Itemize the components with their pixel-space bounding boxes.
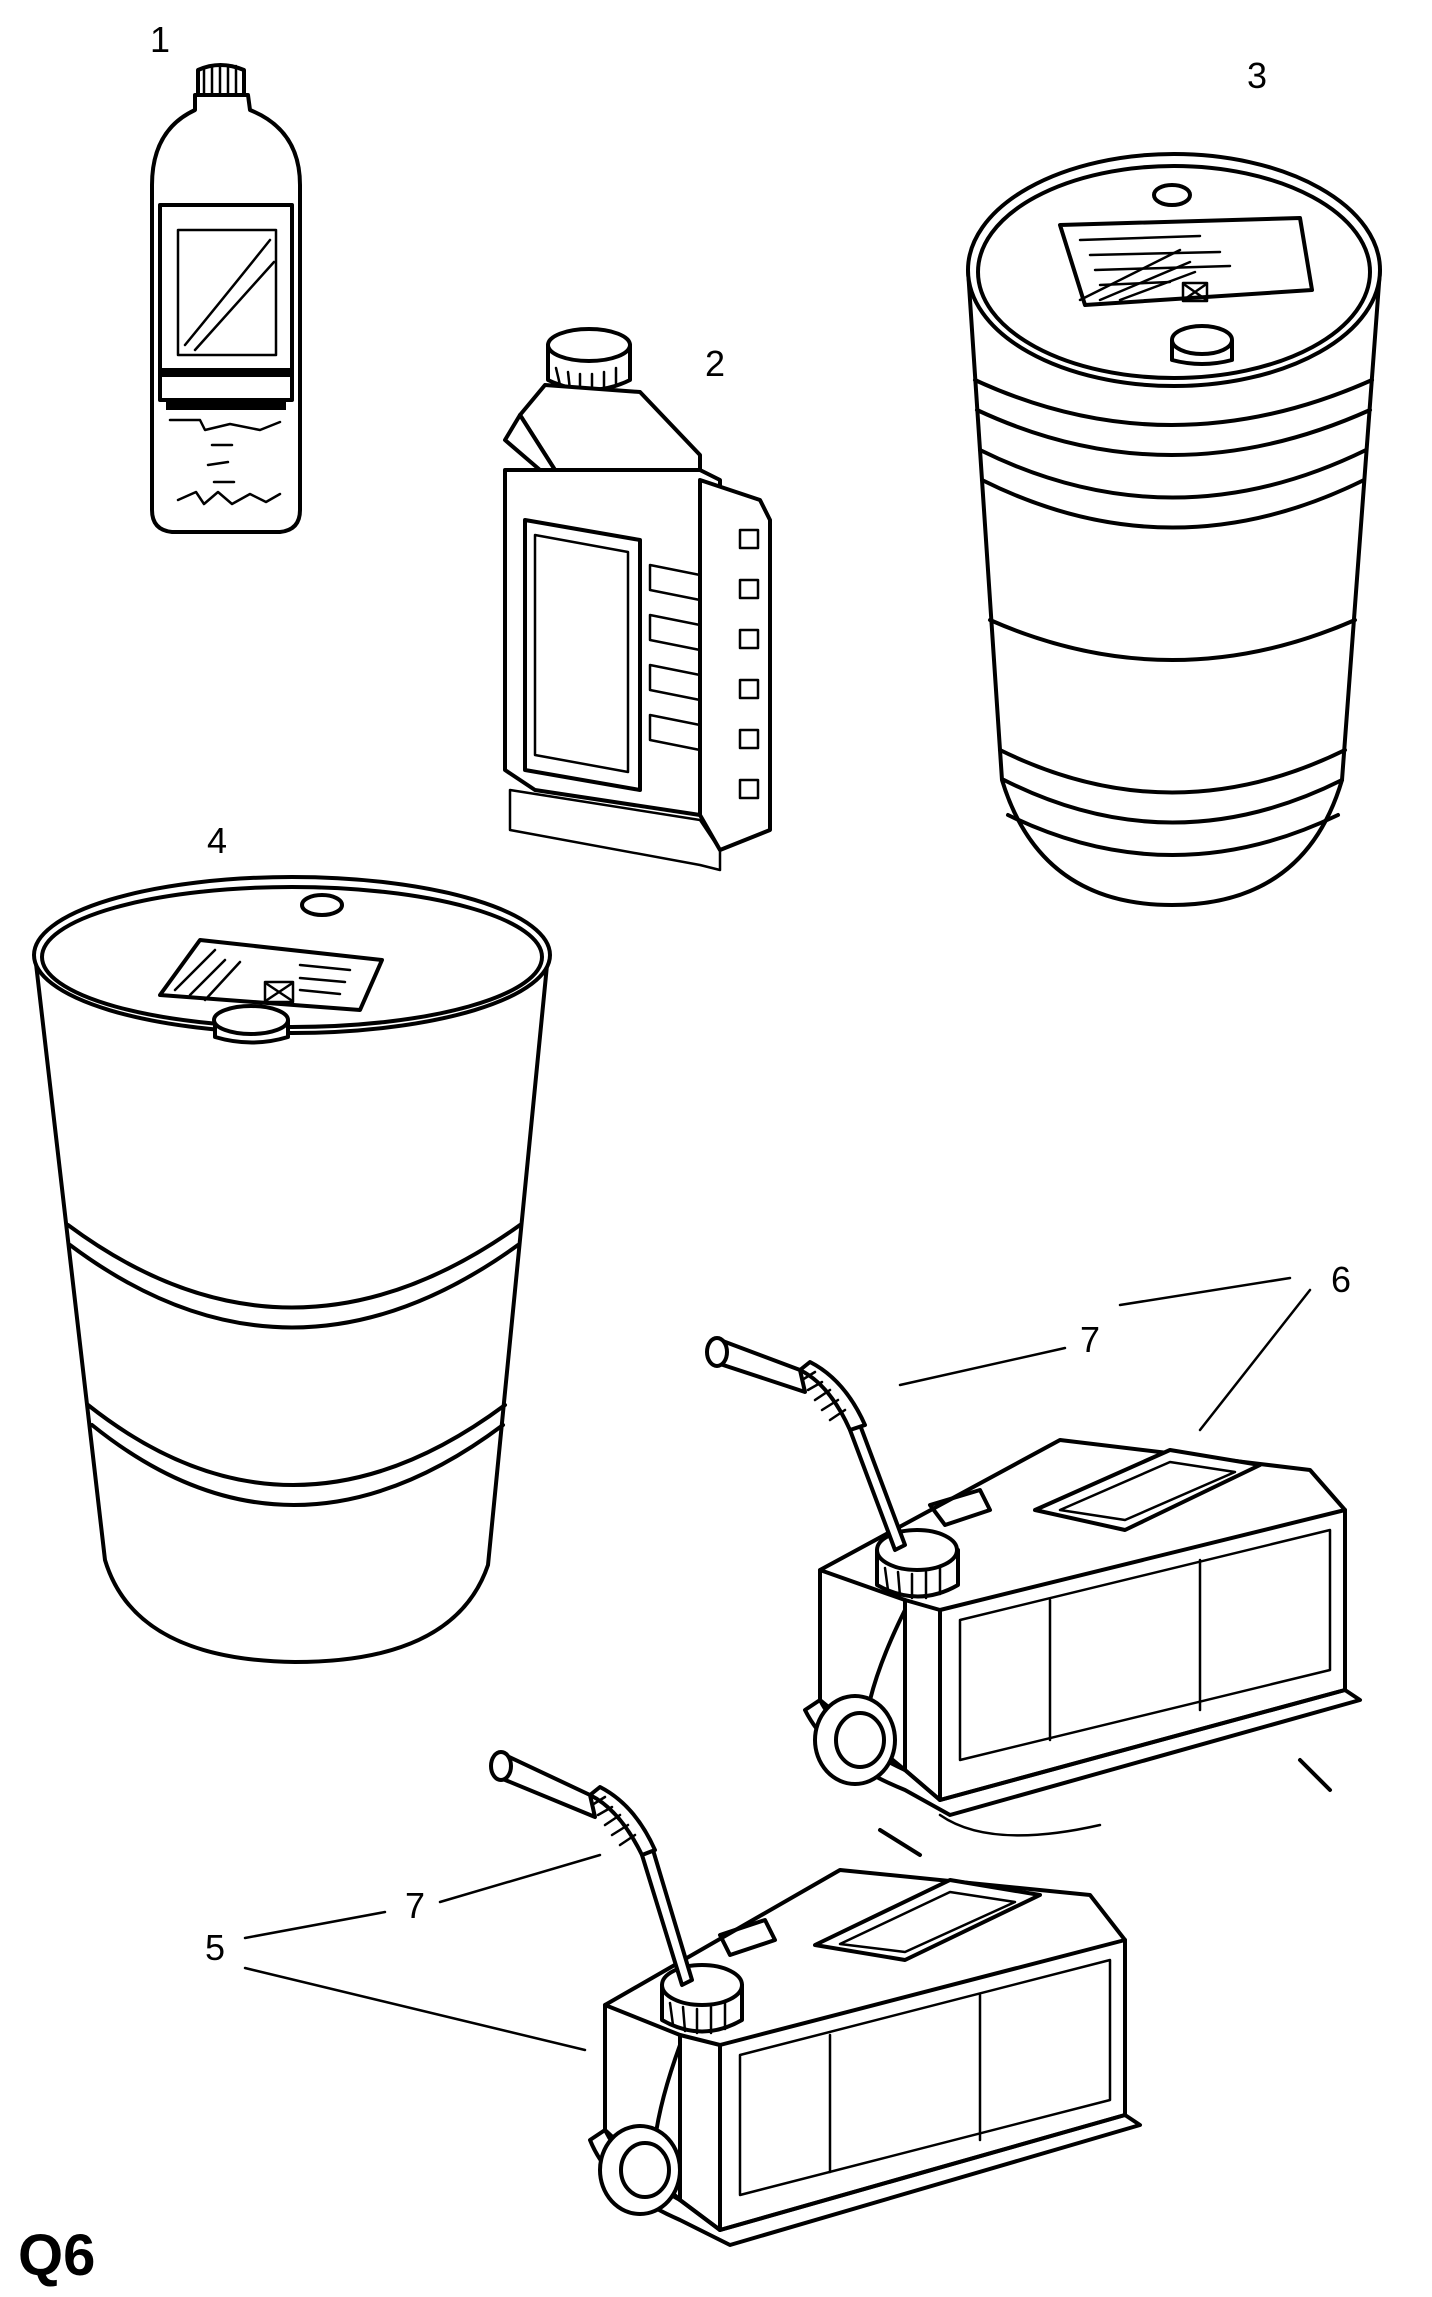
callout-label: 5 xyxy=(205,1927,225,1968)
jerry-can-icon xyxy=(489,1750,1142,2247)
callout-label: 2 xyxy=(705,343,725,384)
callout-label: 4 xyxy=(207,820,227,861)
callout-label: 3 xyxy=(1247,55,1267,96)
oil-jug-icon xyxy=(503,327,772,872)
leader-line xyxy=(243,1910,587,2052)
callout-label: 6 xyxy=(1331,1259,1351,1300)
figure-code: Q6 xyxy=(18,2223,95,2288)
leader-line xyxy=(898,1346,1067,1387)
callout-label: 7 xyxy=(1080,1319,1100,1360)
drum-icon xyxy=(966,152,1382,907)
oil-bottle-icon xyxy=(150,63,302,534)
leader-line xyxy=(438,1853,602,1904)
jerry-can-icon xyxy=(705,1336,1362,1857)
leader-line xyxy=(1118,1276,1312,1432)
callout-label: 7 xyxy=(405,1885,425,1926)
barrel-icon xyxy=(32,875,552,1664)
callout-label: 1 xyxy=(150,19,170,60)
